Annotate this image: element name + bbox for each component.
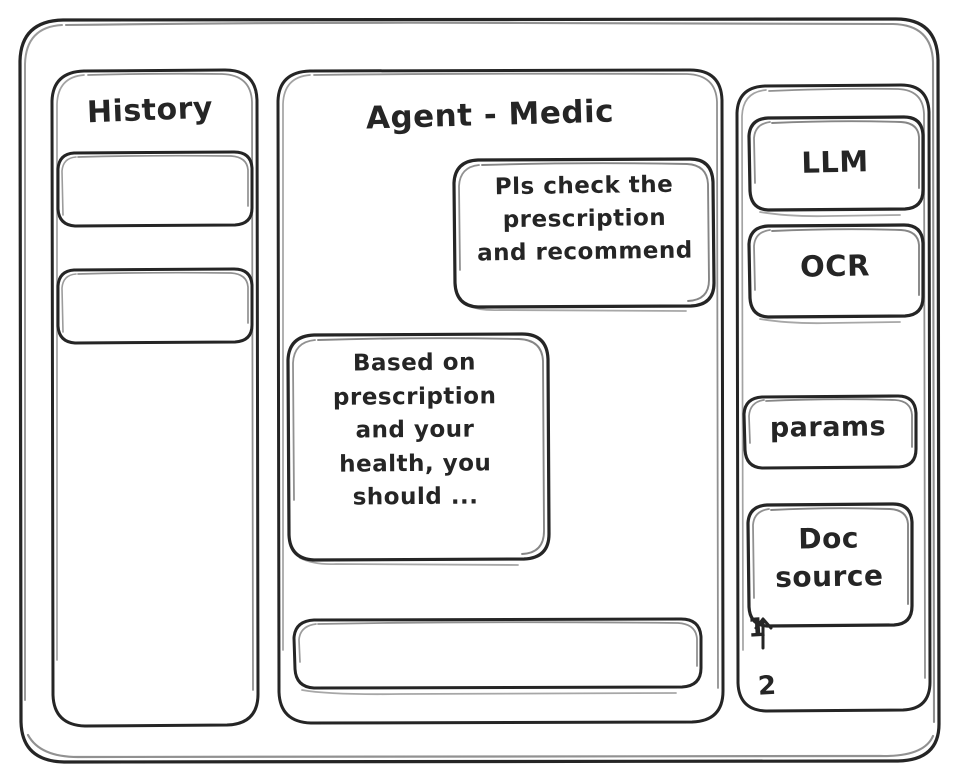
main-panel [278,70,723,723]
tool-docsource-shape[interactable] [748,504,912,626]
user-message-text: Pls check the prescription and recommend [476,171,693,267]
tool-doc-source-label[interactable]: Doc source [774,521,884,595]
tool-ocr-label[interactable]: OCR [799,248,871,284]
window-frame [20,19,939,762]
composer-input-shape[interactable] [294,619,701,694]
source-list-item-2[interactable]: 2 [757,670,778,702]
source-list-item-1[interactable]: 1 [747,612,768,644]
page-title-history: History [86,90,214,131]
source-1-connector [756,619,771,648]
sidebar-right-panel [737,85,930,711]
tool-llm-label[interactable]: LLM [800,144,870,180]
page-title-agent: Agent - Medic [365,93,615,137]
history-item-2-shape[interactable] [58,269,252,343]
tool-ocr-shape[interactable] [749,225,923,323]
agent-message-bubble [288,334,549,565]
tool-llm-shape[interactable] [749,117,923,216]
agent-message-text: Based on prescription and your health, y… [332,349,497,511]
history-item-1-shape[interactable] [58,152,252,226]
tool-params-label[interactable]: params [769,411,887,444]
tool-params-shape[interactable] [744,396,916,468]
user-message-bubble [454,159,714,311]
sidebar-left-panel [52,70,258,726]
